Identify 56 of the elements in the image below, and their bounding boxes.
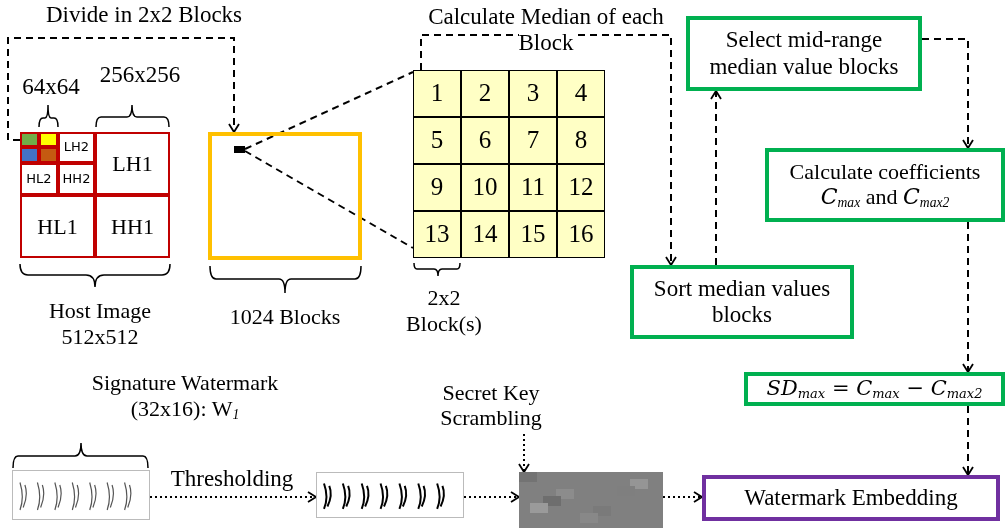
subband-label-box: HL1 (20, 195, 95, 258)
subband-label-box: LH2 (58, 132, 95, 163)
number-cell: 7 (509, 117, 557, 164)
subband-square (39, 132, 58, 147)
arrow (962, 405, 974, 476)
arrow (921, 38, 974, 149)
number-cell: 14 (461, 211, 509, 258)
arrow (149, 491, 317, 503)
number-cell: 1 (413, 70, 461, 117)
connector-line (244, 150, 414, 249)
number-cell: 11 (509, 164, 557, 211)
arrow (420, 34, 677, 266)
formula-box: SD$_{max}$ = C$_{max}$ − C$_{max2}$ (744, 372, 1005, 406)
dimension-label: 64x64 (21, 74, 81, 101)
arrow (518, 433, 530, 473)
process-box: Watermark Embedding (702, 475, 1000, 521)
process-box: Sort median values blocks (630, 265, 854, 339)
block-marker (234, 146, 245, 153)
picture (519, 472, 663, 528)
arrow (463, 491, 520, 503)
number-cell: 8 (557, 117, 605, 164)
watermark-caption: Signature Watermark (32x16): W$_{1}$ (90, 370, 280, 425)
blocks-frame (208, 132, 362, 260)
subband-square (20, 132, 39, 147)
number-cell: 4 (557, 70, 605, 117)
connector-line (244, 71, 414, 150)
arrow (710, 90, 722, 266)
number-cell: 6 (461, 117, 509, 164)
cell-caption: 2x2 Block(s) (405, 285, 483, 338)
frame-caption: 1024 Blocks (228, 304, 342, 331)
subband-label-box: HH1 (95, 195, 170, 258)
subband-label-box: LH1 (95, 132, 170, 195)
arrow (7, 37, 240, 141)
subband-label-box: HL2 (20, 163, 58, 195)
process-box: Calculate coefficients C$_{max}$ and C$_{max2}$ (765, 148, 1005, 222)
wavelet-grid (20, 132, 170, 258)
number-cell: 3 (509, 70, 557, 117)
process-box: Select mid-range median value blocks (686, 16, 922, 91)
number-cell: 12 (557, 164, 605, 211)
number-cell: 15 (509, 211, 557, 258)
subband-square (39, 147, 58, 163)
subband-label-box: HH2 (58, 163, 95, 195)
picture (12, 470, 150, 520)
picture (316, 472, 464, 518)
number-cell: 13 (413, 211, 461, 258)
number-cell: 10 (461, 164, 509, 211)
image-caption: Host Image 512x512 (48, 298, 152, 351)
annotation-text: Secret Key Scrambling (428, 376, 554, 434)
dimension-label: 256x256 (98, 62, 182, 89)
number-cell: 9 (413, 164, 461, 211)
arrow (962, 221, 974, 373)
block-grid (413, 70, 605, 258)
number-cell: 16 (557, 211, 605, 258)
number-cell: 5 (413, 117, 461, 164)
subband-square (20, 147, 39, 163)
number-cell: 2 (461, 70, 509, 117)
